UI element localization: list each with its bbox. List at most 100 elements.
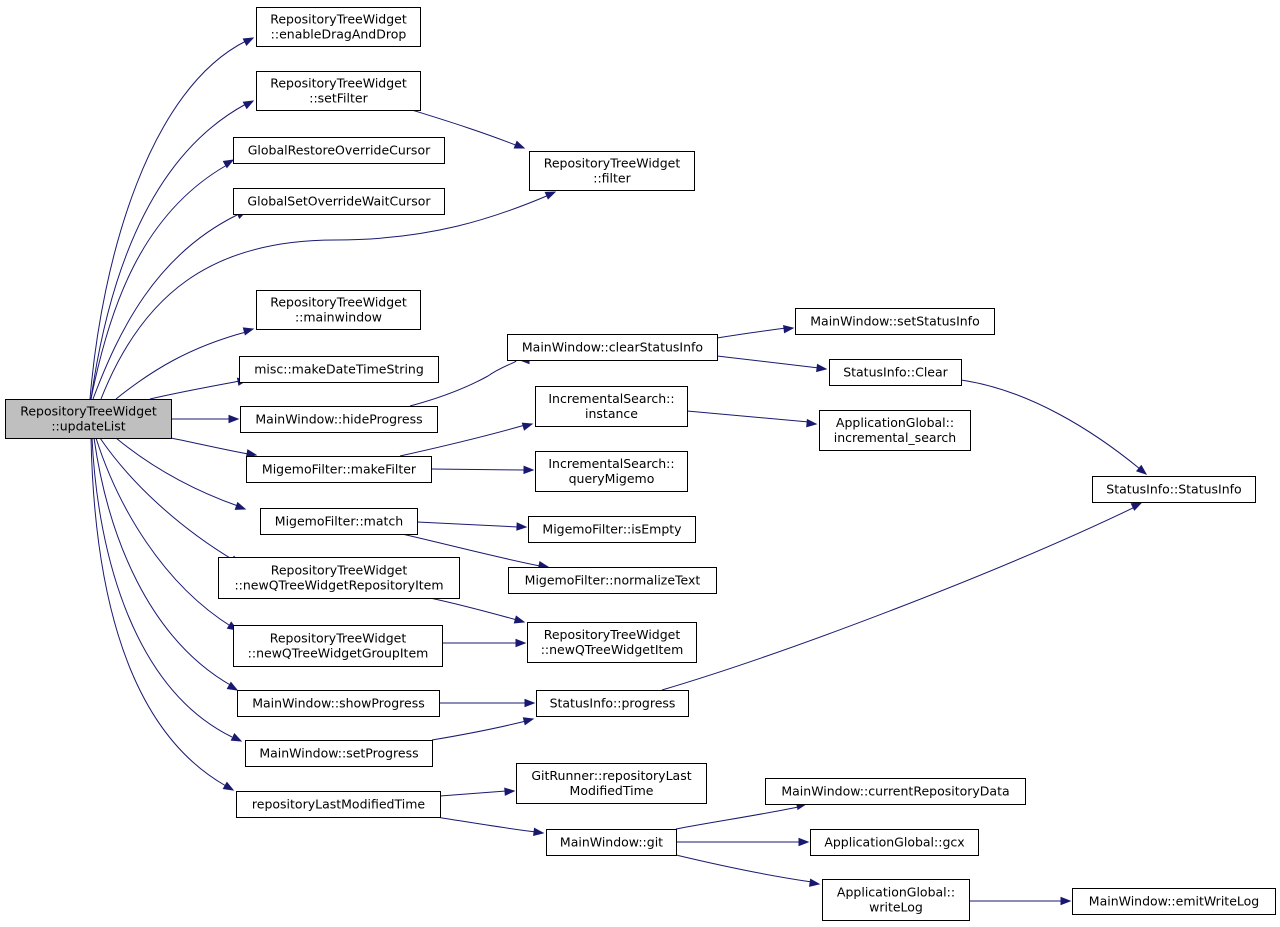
node-box xyxy=(829,359,962,386)
edge-set-progress-to-progress xyxy=(431,717,535,741)
edge-update-list-to-repo-last-modified xyxy=(90,437,235,791)
node-inc-search-instance[interactable]: IncrementalSearch::instance xyxy=(535,386,688,427)
edge-clear-status-info-to-set-status-info xyxy=(716,325,795,339)
edge-line xyxy=(90,103,247,400)
edge-clear-status-info-to-status-clear xyxy=(716,355,828,373)
arrowhead-icon xyxy=(234,501,247,510)
arrowhead-icon xyxy=(1135,464,1148,475)
node-new-tree-item[interactable]: RepositoryTreeWidget::newQTreeWidgetItem xyxy=(527,622,697,663)
node-box xyxy=(246,456,432,483)
node-incremental-search[interactable]: ApplicationGlobal::incremental_search xyxy=(819,410,971,451)
node-box xyxy=(527,622,697,663)
node-box xyxy=(256,290,421,330)
node-is-empty[interactable]: MigemoFilter::isEmpty xyxy=(528,516,696,543)
node-progress[interactable]: StatusInfo::progress xyxy=(536,690,689,717)
node-box xyxy=(233,188,445,215)
node-make-filter[interactable]: MigemoFilter::makeFilter xyxy=(246,456,432,483)
node-label: StatusInfo::progress xyxy=(550,696,676,711)
node-set-filter[interactable]: RepositoryTreeWidget::setFilter xyxy=(256,71,421,111)
node-make-date-time-string[interactable]: misc::makeDateTimeString xyxy=(239,356,439,383)
edge-line xyxy=(960,379,1141,470)
arrowhead-icon xyxy=(513,140,526,149)
node-new-group-item[interactable]: RepositoryTreeWidget::newQTreeWidgetGrou… xyxy=(233,625,443,667)
edge-line xyxy=(686,410,810,423)
node-hide-progress[interactable]: MainWindow::hideProgress xyxy=(240,406,438,433)
edge-repo-last-modified-to-git-runner-last-mod xyxy=(439,787,516,797)
node-label: RepositoryTreeWidget xyxy=(270,12,407,27)
node-normalize-text[interactable]: MigemoFilter::normalizeText xyxy=(508,567,717,594)
node-filter[interactable]: RepositoryTreeWidget::filter xyxy=(529,151,695,191)
node-set-status-info[interactable]: MainWindow::setStatusInfo xyxy=(795,308,995,335)
edge-update-list-to-make-filter xyxy=(170,437,258,458)
edge-line xyxy=(430,468,526,471)
node-label: RepositoryTreeWidget xyxy=(544,627,681,642)
edge-line xyxy=(149,380,241,400)
node-git-runner-last-mod[interactable]: GitRunner::repositoryLastModifiedTime xyxy=(516,763,707,804)
node-label: incremental_search xyxy=(834,430,956,445)
node-box xyxy=(240,406,438,433)
edge-update-list-to-global-restore xyxy=(90,159,235,400)
node-global-set-wait[interactable]: GlobalSetOverrideWaitCursor xyxy=(233,188,445,215)
node-label: MainWindow::currentRepositoryData xyxy=(781,784,1009,799)
edge-line xyxy=(100,194,550,400)
edge-line xyxy=(661,506,1136,691)
edge-update-list-to-mainwindow xyxy=(115,327,255,400)
node-box xyxy=(233,137,445,164)
arrowhead-icon xyxy=(798,837,810,847)
node-clear-status-info[interactable]: MainWindow::clearStatusInfo xyxy=(507,334,718,361)
arrowhead-icon xyxy=(242,100,255,110)
node-label: GlobalRestoreOverrideCursor xyxy=(248,143,431,158)
edge-line xyxy=(90,437,227,787)
edge-update-list-to-enable-drag-and-drop xyxy=(89,37,255,400)
node-update-list[interactable]: RepositoryTreeWidget::updateList xyxy=(5,399,172,439)
node-status-clear[interactable]: StatusInfo::Clear xyxy=(829,359,962,386)
edge-update-list-to-make-date-time-string xyxy=(149,377,249,400)
node-repo-last-modified[interactable]: repositoryLastModifiedTime xyxy=(236,791,441,818)
node-show-progress[interactable]: MainWindow::showProgress xyxy=(237,690,440,717)
edge-write-log-to-emit-write-log xyxy=(969,896,1072,906)
node-label: MainWindow::setProgress xyxy=(259,746,418,761)
node-label: MainWindow::showProgress xyxy=(252,696,425,711)
node-box xyxy=(237,690,440,717)
node-label: IncrementalSearch:: xyxy=(548,456,674,471)
edge-update-list-to-global-set-wait xyxy=(92,210,248,400)
edge-line xyxy=(95,437,233,628)
node-enable-drag-and-drop[interactable]: RepositoryTreeWidget::enableDragAndDrop xyxy=(256,7,421,47)
node-label: RepositoryTreeWidget xyxy=(271,563,408,578)
edge-git-to-write-log xyxy=(675,854,821,887)
node-git[interactable]: MainWindow::git xyxy=(546,829,677,856)
edge-line xyxy=(416,521,519,528)
arrowhead-icon xyxy=(533,827,545,837)
edge-update-list-to-filter xyxy=(100,191,557,400)
arrowhead-icon xyxy=(816,363,828,373)
node-gcx[interactable]: ApplicationGlobal::gcx xyxy=(810,829,979,856)
arrowhead-icon xyxy=(242,327,255,336)
node-emit-write-log[interactable]: MainWindow::emitWriteLog xyxy=(1072,888,1276,915)
node-query-migemo[interactable]: IncrementalSearch::queryMigemo xyxy=(535,451,688,492)
node-box xyxy=(256,7,421,47)
node-global-restore[interactable]: GlobalRestoreOverrideCursor xyxy=(233,137,445,164)
node-box xyxy=(795,308,995,335)
node-set-progress[interactable]: MainWindow::setProgress xyxy=(245,740,433,767)
node-label: queryMigemo xyxy=(569,471,655,486)
arrowhead-icon xyxy=(242,37,255,47)
node-label: ::enableDragAndDrop xyxy=(271,27,407,42)
node-new-repo-item[interactable]: RepositoryTreeWidget::newQTreeWidgetRepo… xyxy=(218,557,460,599)
edge-line xyxy=(93,437,233,687)
edge-update-list-to-show-progress xyxy=(93,437,239,691)
node-box xyxy=(5,399,172,439)
node-label: MainWindow::git xyxy=(560,835,663,850)
node-label: ApplicationGlobal::gcx xyxy=(824,835,964,850)
node-label: StatusInfo::StatusInfo xyxy=(1106,482,1241,497)
node-match[interactable]: MigemoFilter::match xyxy=(260,508,418,535)
node-label: MigemoFilter::isEmpty xyxy=(542,522,682,537)
node-current-repo-data[interactable]: MainWindow::currentRepositoryData xyxy=(765,778,1026,805)
edge-line xyxy=(99,437,236,562)
node-status-info-ctor[interactable]: StatusInfo::StatusInfo xyxy=(1092,476,1256,503)
node-label: StatusInfo::Clear xyxy=(843,365,948,380)
node-mainwindow[interactable]: RepositoryTreeWidget::mainwindow xyxy=(256,290,421,330)
node-box xyxy=(536,690,689,717)
node-write-log[interactable]: ApplicationGlobal::writeLog xyxy=(822,879,970,921)
edge-line xyxy=(401,533,541,567)
